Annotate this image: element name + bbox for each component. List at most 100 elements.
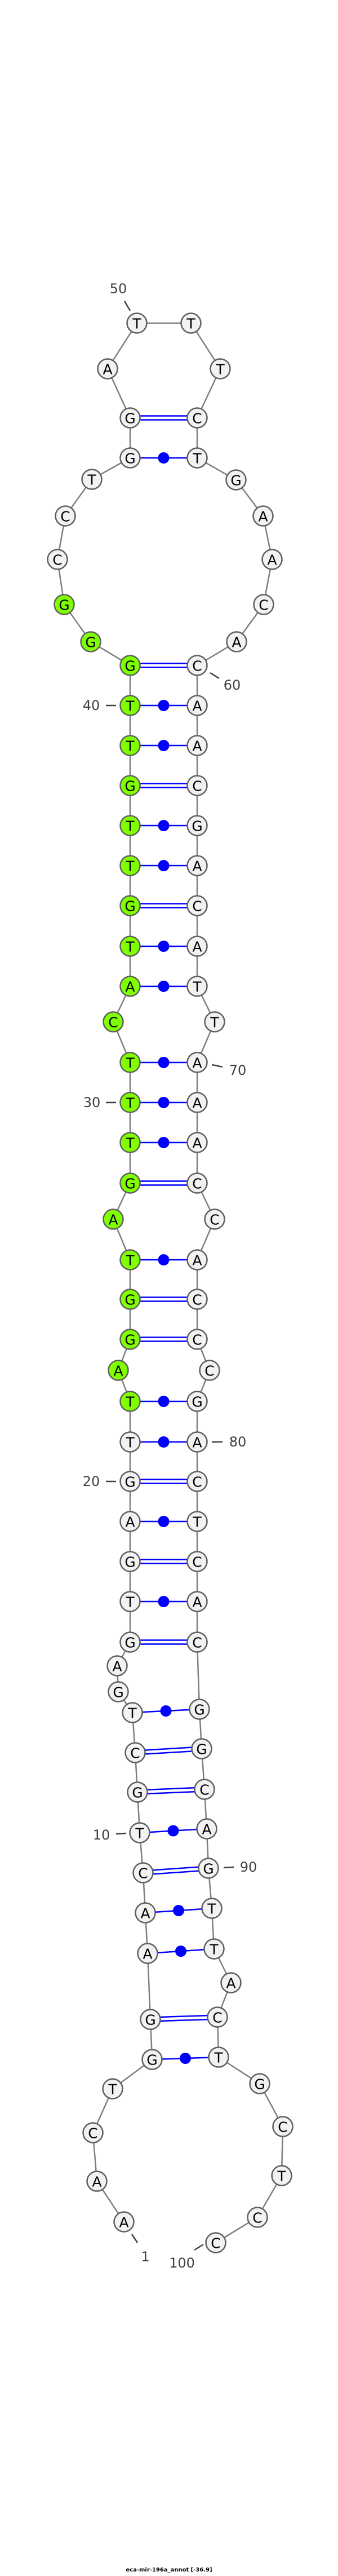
nucleotide: G xyxy=(119,775,141,796)
nucleotide-circle xyxy=(271,2165,292,2186)
nucleotide-letter: G xyxy=(124,778,135,795)
nucleotide-circle xyxy=(119,1511,141,1532)
nucleotide-letter: A xyxy=(192,1135,202,1152)
nucleotide-letter: A xyxy=(258,509,268,525)
nucleotide: A xyxy=(226,631,247,652)
nucleotide: A xyxy=(252,505,274,527)
position-label: 40 xyxy=(83,698,116,713)
nucleotide-letter: T xyxy=(277,2168,286,2185)
nucleotide-letter: G xyxy=(203,1861,214,1877)
nucleotide: C xyxy=(47,549,68,570)
nucleotide: T xyxy=(204,1011,225,1033)
nucleotide: A xyxy=(196,1818,217,1840)
nucleotide-circle xyxy=(191,1738,212,1759)
base-pair xyxy=(157,1946,204,1957)
nucleotide: T xyxy=(203,1938,225,1960)
pair-dot xyxy=(158,1516,170,1527)
label-tick xyxy=(223,1866,234,1869)
nucleotide-circle xyxy=(119,1132,141,1153)
base-pair xyxy=(140,1254,187,1265)
nucleotide-letter: C xyxy=(252,2210,262,2226)
nucleotide-letter: A xyxy=(192,1435,202,1451)
nucleotide-circle xyxy=(119,1431,141,1453)
base-pair-gc xyxy=(140,903,187,908)
nucleotide-letter: G xyxy=(254,2076,265,2093)
nucleotide: A xyxy=(186,936,208,957)
nucleotide-circle xyxy=(186,1172,208,1194)
base-pair xyxy=(155,1905,202,1916)
base-pair xyxy=(140,820,187,831)
nucleotide-circle xyxy=(113,2211,135,2233)
backbone-segment xyxy=(146,1953,152,2020)
nucleotide-circle xyxy=(119,1591,141,1612)
nucleotide-circle xyxy=(119,1092,141,1113)
nucleotide-circle xyxy=(108,1360,129,1381)
nucleotide: T xyxy=(119,1052,141,1073)
base-pair-gc xyxy=(140,783,187,788)
nucleotide: C xyxy=(247,2207,268,2228)
nucleotide-circle xyxy=(186,1471,208,1492)
nucleotide: G xyxy=(119,1172,141,1194)
nucleotide: T xyxy=(102,2078,123,2099)
nucleotide: G xyxy=(249,2073,270,2094)
label-number: 20 xyxy=(83,1474,100,1489)
nucleotide-letter: C xyxy=(192,1474,202,1490)
nucleotide-circle xyxy=(186,895,208,916)
nucleotide-letter: T xyxy=(125,1055,135,1071)
nucleotide: T xyxy=(119,735,141,756)
nucleotide: C xyxy=(55,505,76,527)
nucleotide-circle xyxy=(119,1391,141,1412)
pair-line xyxy=(145,1750,192,1755)
nucleotide: G xyxy=(80,631,101,652)
nucleotide: G xyxy=(119,895,141,916)
base-pair xyxy=(140,860,187,871)
pair-line xyxy=(147,1787,194,1790)
nucleotide-letter: T xyxy=(87,472,96,488)
nucleotide-letter: A xyxy=(202,1821,211,1838)
nucleotide-circle xyxy=(272,2116,293,2137)
label-number: 40 xyxy=(83,698,100,713)
nucleotide-circle xyxy=(220,1972,242,1993)
nucleotide: A xyxy=(186,855,208,876)
position-label: 1 xyxy=(131,2234,150,2265)
nucleotide-circle xyxy=(119,447,141,469)
nucleotide-letter: G xyxy=(124,1292,135,1308)
nucleotide-letter: T xyxy=(125,738,135,755)
nucleotide-circle xyxy=(186,1052,208,1073)
nucleotide: G xyxy=(119,1289,141,1310)
nucleotide-letter: C xyxy=(192,778,202,795)
position-label: 10 xyxy=(93,1827,127,1843)
base-pair xyxy=(162,2053,209,2064)
nucleotide-letter: A xyxy=(92,2174,101,2190)
base-pair-gc xyxy=(140,1639,187,1645)
nucleotide-letter: C xyxy=(88,2125,97,2142)
nucleotide: A xyxy=(186,1092,208,1113)
nucleotide: T xyxy=(119,1431,141,1453)
nucleotide-circle xyxy=(186,1631,208,1653)
nucleotide: G xyxy=(119,1329,141,1350)
nucleotide: A xyxy=(186,1591,208,1612)
nucleotide: T xyxy=(119,1092,141,1113)
nucleotide-circle xyxy=(207,2006,228,2028)
label-number: 60 xyxy=(224,677,241,693)
base-pair-gc xyxy=(140,1559,187,1564)
base-pair xyxy=(149,1825,197,1837)
pair-dot xyxy=(158,700,170,711)
nucleotide: C xyxy=(132,1862,154,1884)
pair-dot xyxy=(160,1705,172,1717)
nucleotide: C xyxy=(186,895,208,916)
position-label: 90 xyxy=(223,1859,257,1875)
nucleotide-circle xyxy=(119,1289,141,1310)
nucleotide-letter: T xyxy=(215,361,225,378)
nucleotide: T xyxy=(180,312,202,334)
nucleotide-circle xyxy=(186,855,208,876)
nucleotide-circle xyxy=(189,1699,210,1720)
nucleotide: C xyxy=(207,2006,228,2028)
nucleotide-letter: A xyxy=(112,1658,122,1675)
nucleotide: G xyxy=(119,1551,141,1572)
nucleotide-letter: A xyxy=(192,1095,202,1111)
nucleotide: C xyxy=(186,1172,208,1194)
nucleotide-circle xyxy=(186,1329,208,1350)
nucleotide-letter: T xyxy=(207,1901,216,1917)
nucleotide-circle xyxy=(186,1289,208,1310)
